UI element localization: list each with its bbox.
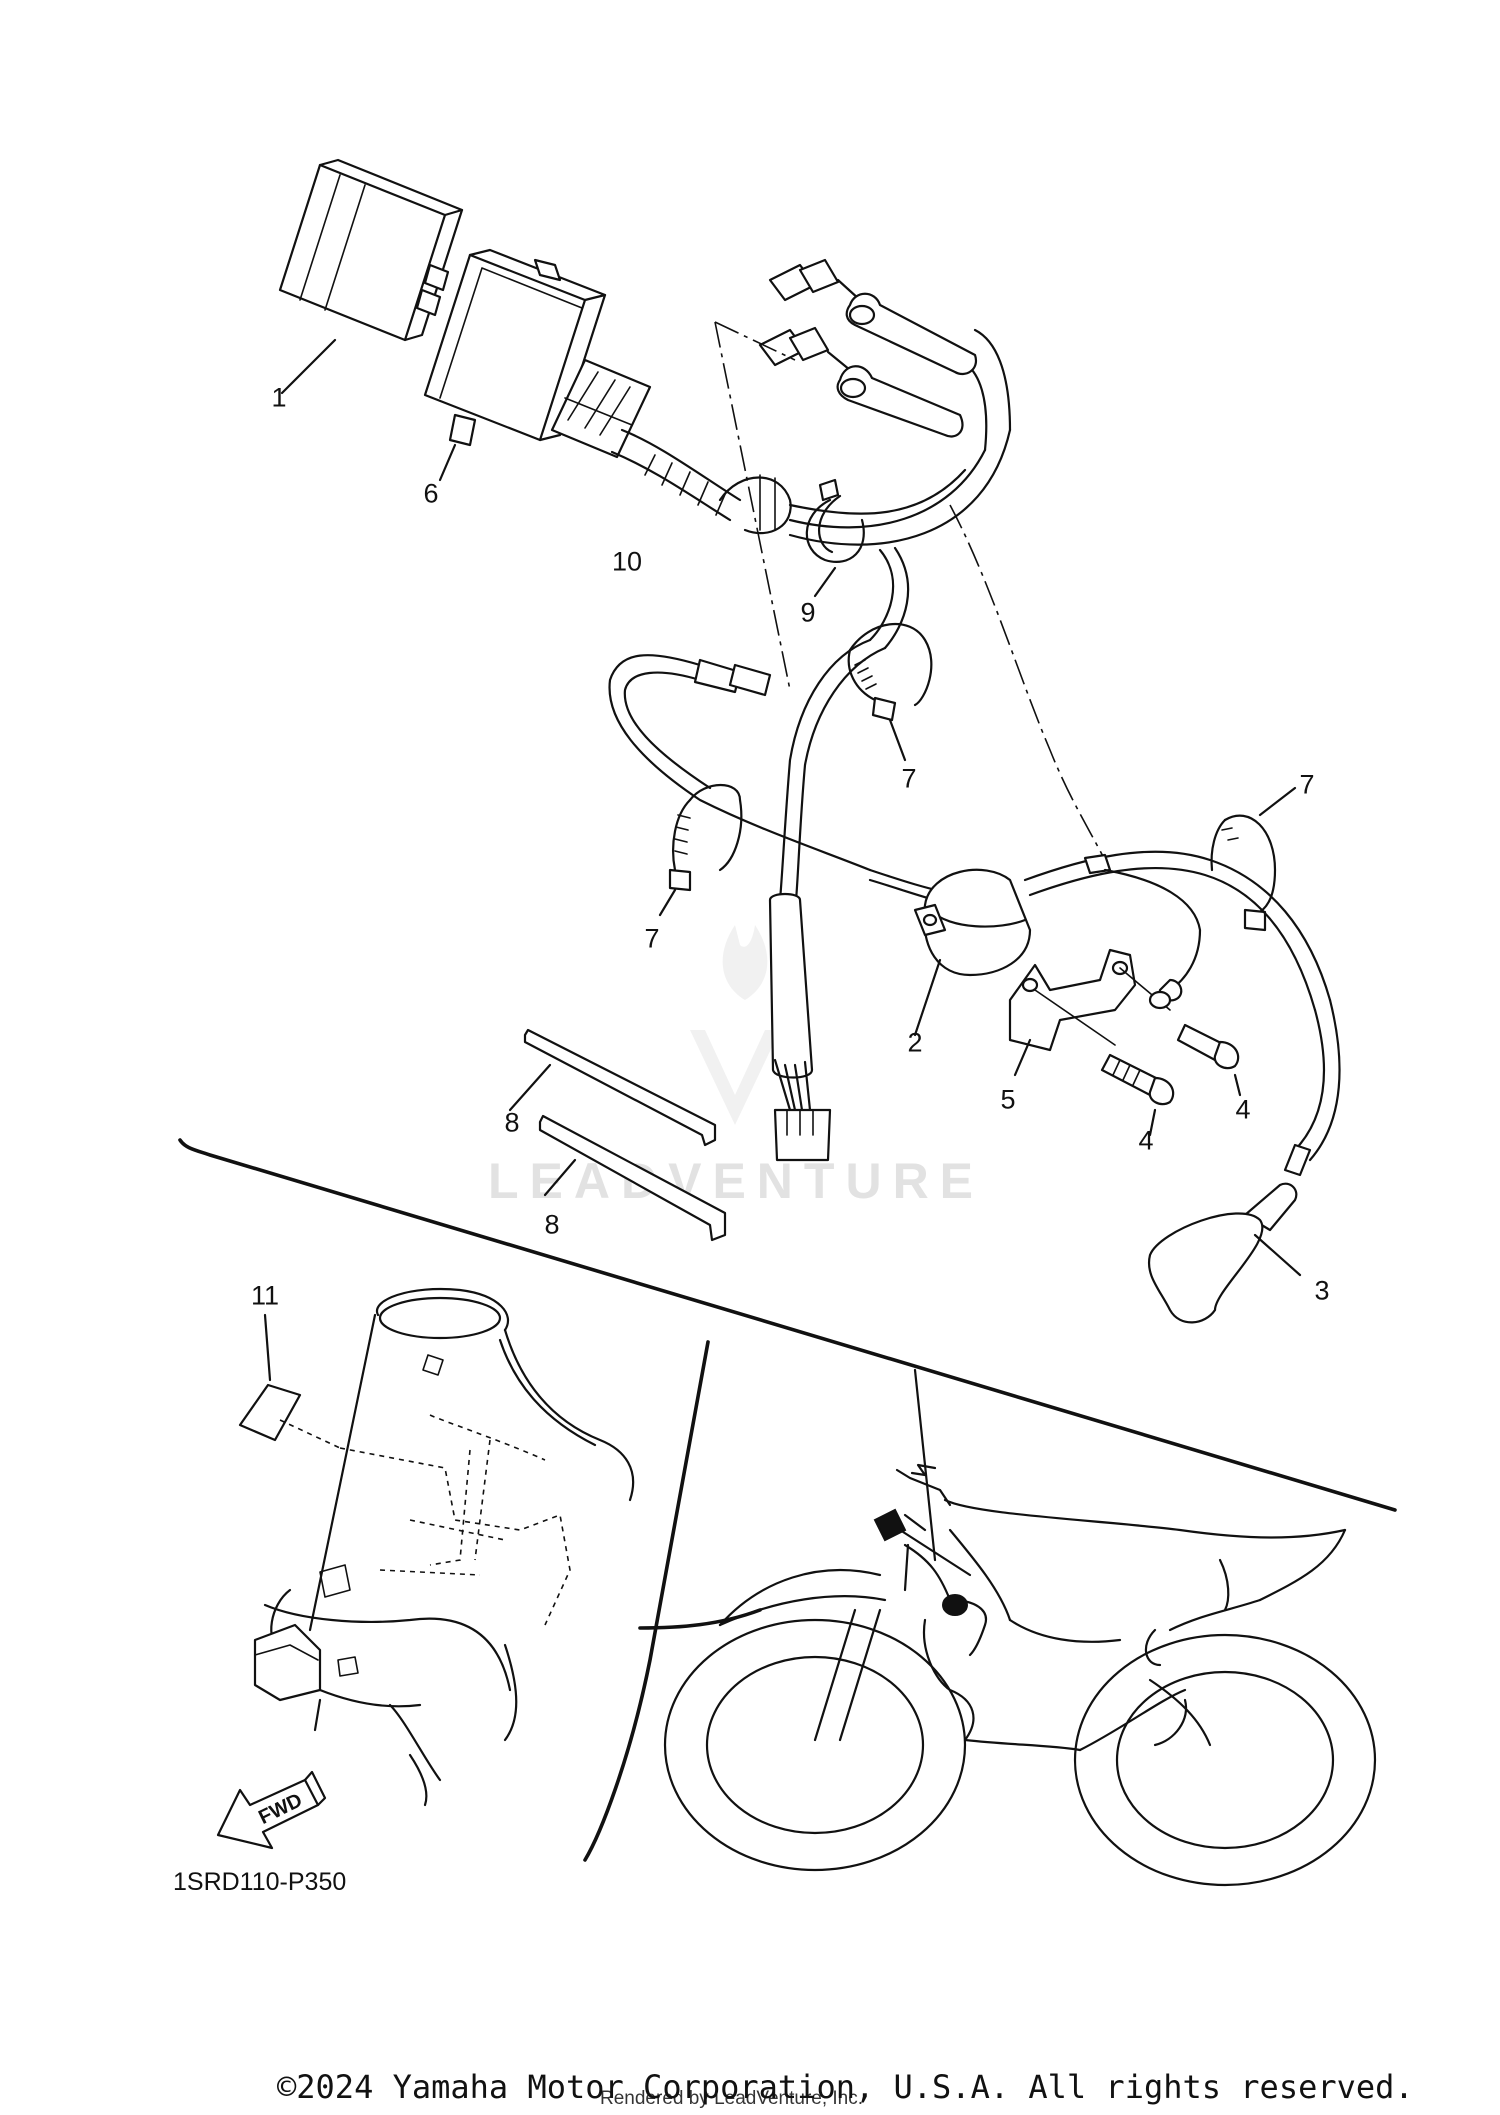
callout-11: 11 (250, 1280, 280, 1311)
callout-9: 9 (800, 597, 816, 628)
callout-7-right-of-harness: 7 (901, 763, 917, 794)
callout-4-upper: 4 (1235, 1094, 1251, 1125)
watermark-logo (690, 925, 780, 1125)
part-7-cable-tie-b (658, 784, 743, 917)
callout-7-left: 7 (644, 923, 660, 954)
part-9-clamp (805, 494, 865, 598)
callout-5: 5 (1000, 1084, 1016, 1115)
section-divider (583, 1340, 710, 1862)
callout-4-lower: 4 (1138, 1125, 1154, 1156)
callout-3: 3 (1314, 1275, 1330, 1306)
motorcycle-location-view (638, 1368, 1377, 1887)
callout-2: 2 (907, 1027, 923, 1058)
part-7-cable-tie-a (847, 622, 933, 762)
part-4-bolt-b (1119, 967, 1242, 1097)
part-3-plug-cap (1147, 1143, 1312, 1324)
part-2-ignition-coil (913, 850, 1341, 1162)
part-6-case (423, 248, 607, 482)
phantom-line (714, 321, 791, 691)
part-11-inset-steering-head (238, 1288, 635, 1807)
part-1-cdi-unit (278, 158, 464, 395)
phantom-line (949, 504, 1111, 871)
part-5-bracket (1008, 948, 1137, 1077)
callout-1: 1 (271, 382, 287, 413)
callout-10: 10 (611, 546, 643, 577)
part-8-strap-a (508, 1028, 717, 1147)
copyright-notice: ©2024 Yamaha Motor Corporation, U.S.A. A… (277, 2068, 1414, 2106)
part-8-strap-b (538, 1114, 727, 1242)
fwd-arrow-icon: FWD (216, 1770, 327, 1850)
section-divider (178, 1138, 1397, 1512)
rendered-by-notice: Rendered by LeadVenture, Inc. (600, 2088, 864, 2109)
diagram-code: 1SRD110-P350 (173, 1868, 347, 1896)
part-7-cable-tie-c (1210, 786, 1297, 932)
callout-6: 6 (423, 478, 439, 509)
callout-8-lower: 8 (544, 1209, 560, 1240)
part-10-wire-harness (550, 258, 1012, 1162)
callout-8-upper: 8 (504, 1107, 520, 1138)
part-4-bolt-a (1034, 989, 1175, 1137)
callout-7-right: 7 (1299, 769, 1315, 800)
phantom-line (714, 321, 796, 361)
watermark-text: LEADVENTURE (488, 1153, 985, 1209)
